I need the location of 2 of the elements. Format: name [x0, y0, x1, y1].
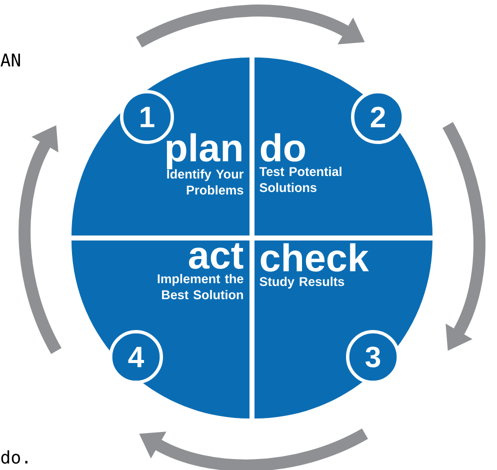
- text-fragment: AN: [0, 54, 20, 66]
- text-fragment: do.: [1, 450, 28, 464]
